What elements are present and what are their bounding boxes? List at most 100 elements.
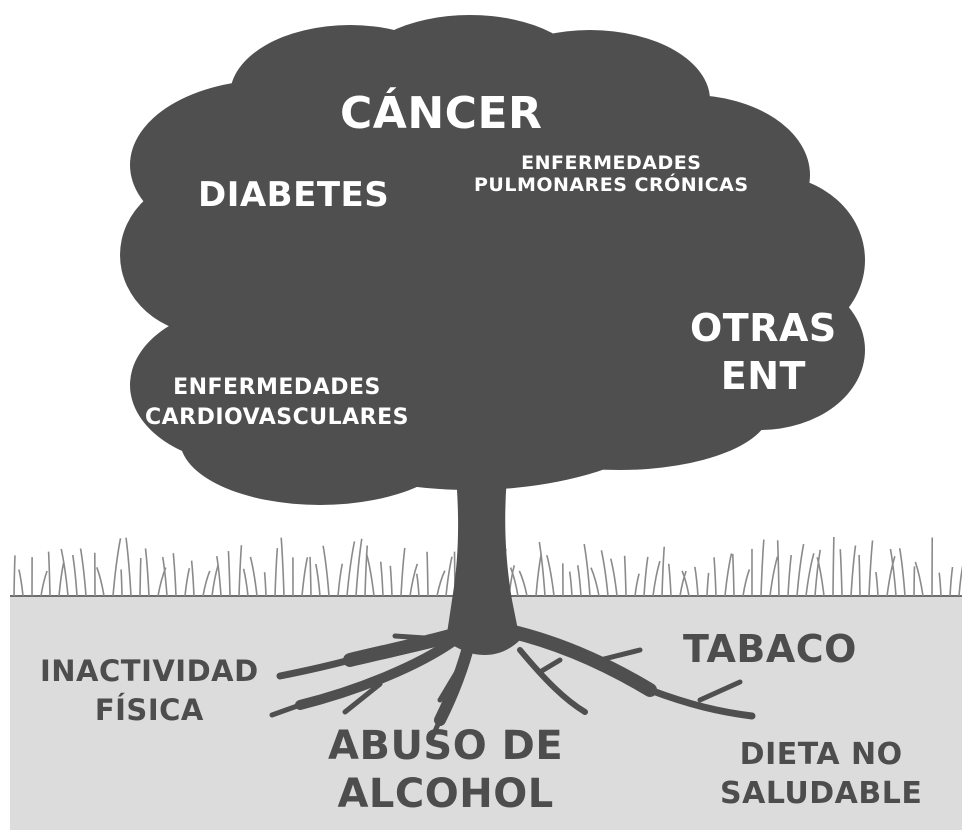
grass-blade — [365, 552, 375, 597]
grass-blade — [120, 569, 123, 597]
grass-blade — [600, 550, 609, 597]
grass-blade — [436, 570, 446, 597]
grass-blade — [280, 537, 285, 597]
grass-blade — [144, 548, 150, 597]
label-cardio-line2: CARDIOVASCULARES — [145, 404, 409, 430]
grass-blade — [760, 539, 765, 597]
grass-blade — [814, 549, 822, 597]
grass-blade — [576, 565, 582, 597]
grass-blade — [832, 537, 835, 597]
grass-blade — [184, 567, 191, 597]
grass-blade — [322, 545, 330, 597]
grass-blade — [805, 553, 815, 597]
grass-blade — [215, 555, 222, 597]
grass-blade — [535, 553, 543, 597]
grass-blade — [125, 537, 132, 597]
grass-blade — [724, 553, 733, 597]
grass-blade — [346, 541, 356, 597]
grass-blade — [652, 560, 661, 597]
grass-blade — [518, 570, 528, 597]
grass-blade — [568, 571, 573, 597]
grass-blade — [263, 572, 267, 597]
grass-blade — [79, 548, 87, 597]
grass-blade — [713, 557, 717, 597]
grass-blade — [445, 556, 453, 597]
label-cardiovascular-diseases: ENFERMEDADES CARDIOVASCULARES — [145, 373, 409, 432]
grass-blade — [889, 548, 897, 597]
tree-trunk — [446, 430, 520, 655]
grass-blade — [71, 554, 78, 597]
grass-blade — [681, 570, 690, 597]
grass-blade — [400, 547, 406, 597]
grass-blade — [238, 545, 243, 597]
grass-blade — [898, 548, 906, 597]
label-alcohol-line2: ALCOHOL — [337, 771, 554, 817]
grass-blade — [667, 563, 672, 597]
label-alcohol-line1: ABUSO DE — [328, 723, 564, 769]
label-alcohol-abuse: ABUSO DE ALCOHOL — [328, 722, 563, 818]
grass-blade — [858, 554, 861, 597]
grass-blade — [355, 538, 363, 597]
grass-blade — [634, 573, 640, 597]
grass-blade — [242, 568, 249, 597]
grass-blade — [949, 566, 954, 597]
grass-blade — [850, 545, 857, 597]
grass-blade — [301, 557, 309, 597]
tree-canopy — [120, 15, 865, 505]
grass-blade — [583, 543, 591, 597]
grass-blade — [47, 551, 51, 597]
grass-blade — [389, 565, 393, 597]
grass-blade — [623, 555, 627, 597]
label-other-line2: ENT — [720, 353, 806, 398]
grass-blade — [409, 563, 419, 597]
grass-blade — [13, 555, 16, 597]
grass-blade — [958, 565, 962, 597]
grass-blade — [426, 551, 429, 597]
grass-blade — [694, 566, 699, 597]
label-pulmonary-line1: ENFERMEDADES — [521, 152, 702, 174]
grass-blade — [139, 558, 142, 597]
grass-blade — [58, 563, 65, 597]
grass-blade — [509, 567, 519, 597]
label-pulmonary-line2: PULMONARES CRÓNICAS — [474, 174, 749, 197]
grass-blade — [190, 560, 195, 597]
grass-blade — [796, 543, 805, 597]
grass-blade — [914, 561, 924, 597]
label-tobacco: TABACO — [683, 627, 857, 671]
grass-blade — [364, 545, 369, 597]
grass-blade — [40, 570, 48, 597]
label-inactivity-line1: INACTIVIDAD — [40, 654, 259, 688]
label-pulmonary-diseases: ENFERMEDADES PULMONARES CRÓNICAS — [474, 152, 749, 197]
grass-blade — [643, 556, 649, 597]
grass-blade — [60, 548, 69, 597]
grass-blade — [776, 540, 780, 597]
label-unhealthy-diet: DIETA NO SALUDABLE — [720, 735, 922, 813]
grass-blade — [546, 555, 555, 597]
grass-blade — [249, 556, 258, 597]
grass-blade — [938, 572, 942, 597]
label-other-line1: OTRAS — [690, 306, 837, 350]
grass-blade — [96, 567, 105, 597]
label-diet-line1: DIETA NO — [739, 737, 903, 772]
grass-blade — [886, 556, 896, 597]
grass-blade — [679, 570, 687, 597]
grass-blade — [742, 569, 751, 597]
grass-blade — [202, 570, 211, 597]
grass-blade — [661, 546, 666, 597]
grass-blade — [839, 549, 843, 597]
grass-blade — [868, 540, 874, 597]
grass-blade — [227, 551, 231, 597]
label-diet-line2: SALUDABLE — [720, 776, 923, 811]
grass-blade — [538, 541, 546, 597]
grass-blade — [609, 558, 618, 597]
grass-blade — [875, 571, 879, 597]
grass-blade — [379, 561, 384, 597]
label-inactivity-line2: FÍSICA — [94, 693, 204, 728]
grass-blade — [112, 538, 122, 597]
grass-blade — [415, 573, 420, 597]
grass — [13, 537, 962, 597]
label-diabetes: DIABETES — [198, 175, 390, 215]
grass-blade — [816, 557, 825, 597]
